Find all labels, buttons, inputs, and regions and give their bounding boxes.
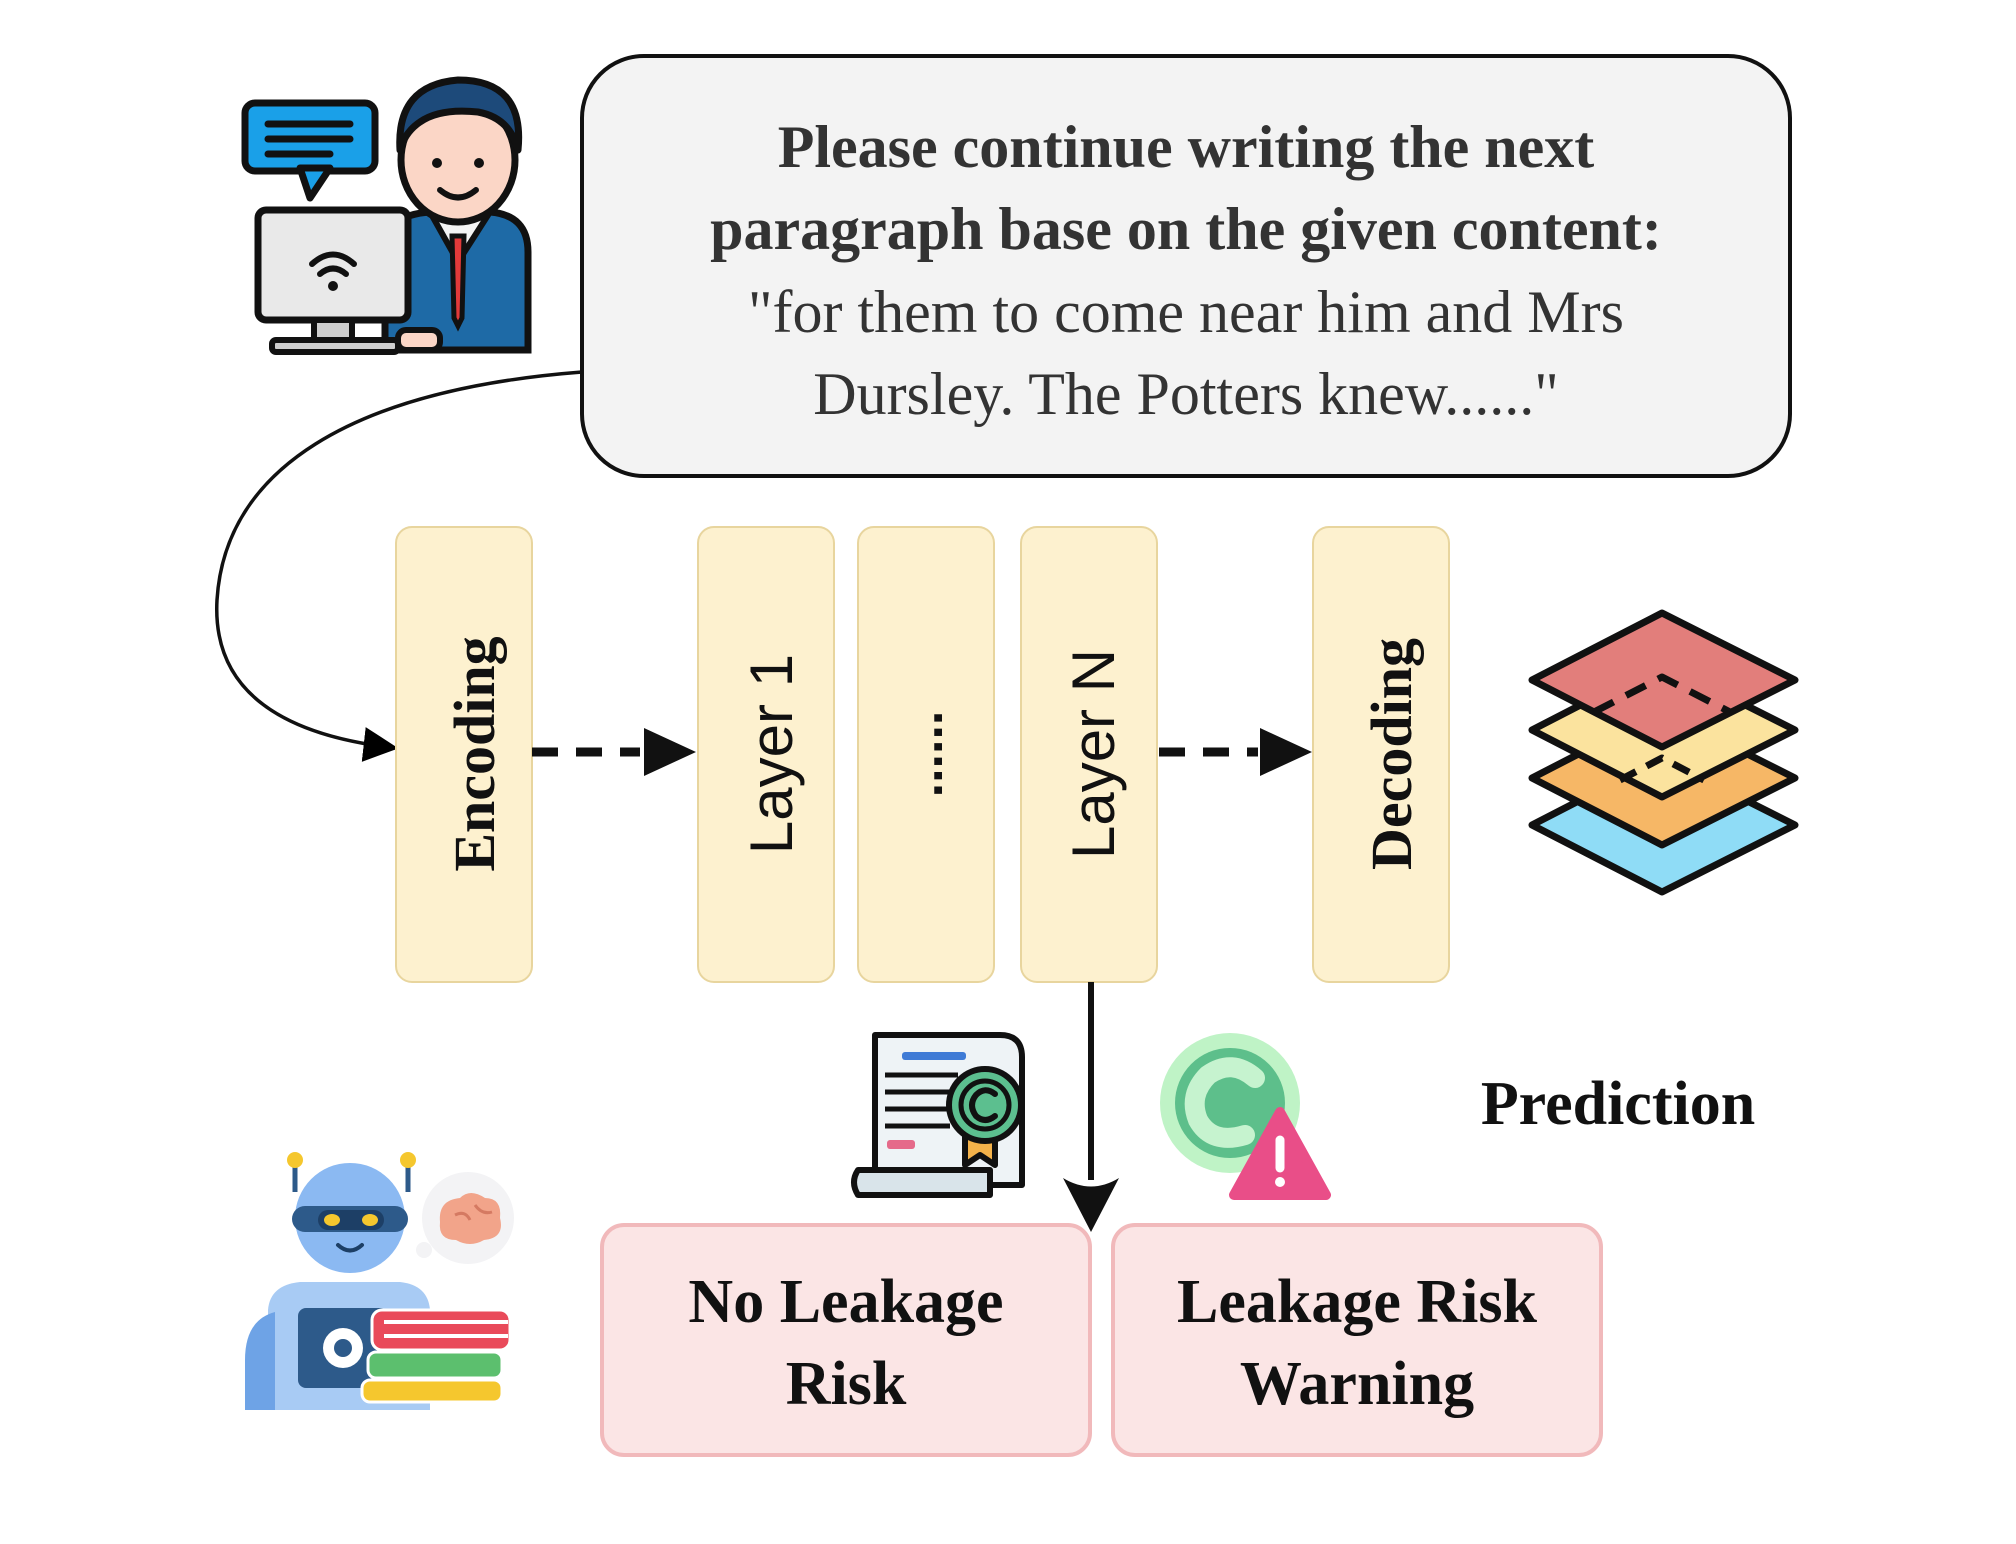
prediction-arrow xyxy=(1063,982,1119,1232)
ellipsis-box: ...... xyxy=(857,526,995,983)
layer-n-label: Layer N xyxy=(1060,649,1127,859)
prompt-line-2: paragraph base on the given content: xyxy=(710,196,1662,262)
ellipsis-label: ...... xyxy=(896,711,954,798)
prompt-bubble: Please continue writing the next paragra… xyxy=(580,54,1792,478)
encoding-label: Encoding xyxy=(442,636,507,871)
leakage-warning-line-2: Warning xyxy=(1240,1350,1474,1418)
decoding-label: Decoding xyxy=(1359,638,1424,870)
no-leakage-line-1: No Leakage xyxy=(688,1268,1003,1336)
dashed-arrow-encoding-to-layer1 xyxy=(532,728,696,776)
prompt-line-3: "for them to come near him and Mrs xyxy=(748,279,1624,345)
layer-n-box: Layer N xyxy=(1020,526,1158,983)
layer-1-box: Layer 1 xyxy=(697,526,835,983)
robot-reading-icon xyxy=(245,1152,514,1410)
layer-1-label: Layer 1 xyxy=(738,654,805,854)
prompt-line-4: Dursley. The Potters knew......" xyxy=(813,361,1559,427)
prompt-line-1: Please continue writing the next xyxy=(778,114,1595,180)
no-leakage-risk-box: No Leakage Risk xyxy=(600,1223,1092,1457)
leakage-warning-line-1: Leakage Risk xyxy=(1177,1268,1538,1336)
encoding-box: Encoding xyxy=(395,526,533,983)
copyright-certificate-icon xyxy=(851,1032,1025,1198)
prediction-label: Prediction xyxy=(1481,1070,1755,1138)
copyright-warning-icon xyxy=(1160,1033,1331,1200)
leakage-risk-warning-box: Leakage Risk Warning xyxy=(1111,1223,1603,1457)
no-leakage-line-2: Risk xyxy=(786,1350,907,1418)
layer-stack-icon xyxy=(1528,609,1799,896)
dashed-arrow-layern-to-decoding xyxy=(1159,728,1312,776)
input-arrow xyxy=(215,370,583,762)
user-at-computer-icon xyxy=(241,76,532,355)
decoding-box: Decoding xyxy=(1312,526,1450,983)
